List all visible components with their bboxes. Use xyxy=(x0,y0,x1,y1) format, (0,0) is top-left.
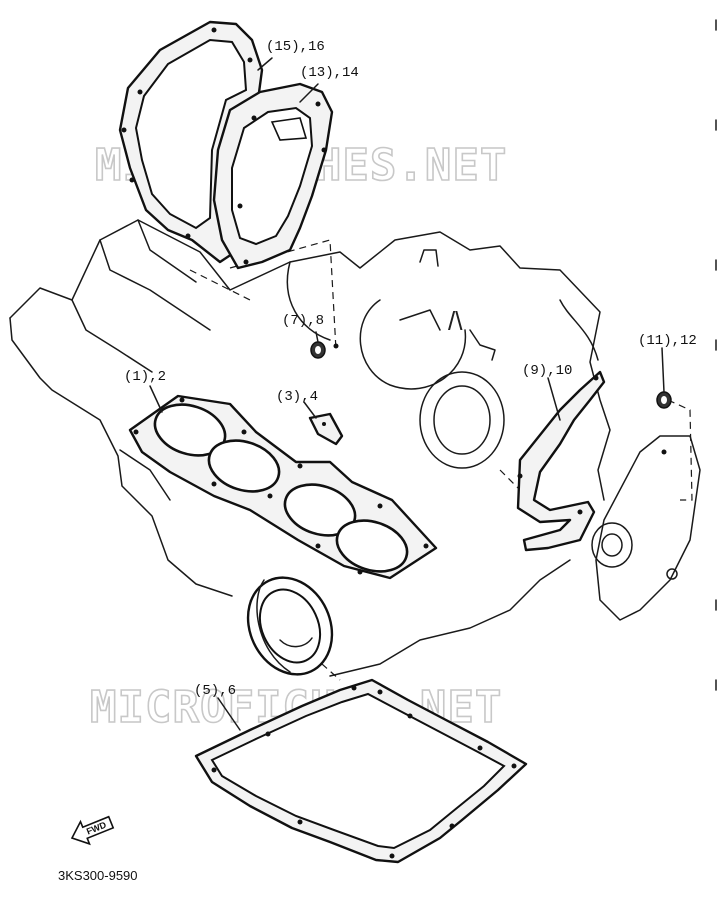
label-part-9: (9),10 xyxy=(522,363,572,379)
side-cover-right xyxy=(591,435,701,621)
cylinder-gasket[interactable] xyxy=(128,394,438,580)
gasket-generator-cover[interactable] xyxy=(212,82,334,270)
label-part-7: (7),8 xyxy=(282,313,324,329)
svg-text:/\: /\ xyxy=(448,306,463,336)
cover-gasket-right[interactable] xyxy=(516,370,606,552)
label-part-13: (13),14 xyxy=(300,65,359,81)
label-part-1: (1),2 xyxy=(124,369,166,385)
diagram-code: 3KS300-9590 xyxy=(58,868,138,883)
oil-pan-gasket[interactable] xyxy=(194,678,528,864)
oil-seal[interactable] xyxy=(656,391,672,409)
oil-filter-ring[interactable] xyxy=(233,564,348,688)
small-gasket[interactable] xyxy=(308,412,344,446)
label-part-5: (5),6 xyxy=(194,683,236,699)
label-part-3: (3),4 xyxy=(276,389,318,405)
fwd-arrow: FWD xyxy=(70,815,115,846)
label-part-15: (15),16 xyxy=(266,39,325,55)
callout-leaders xyxy=(149,57,665,731)
label-part-11: (11),12 xyxy=(638,333,697,349)
engine-block: /\ xyxy=(9,219,611,677)
seal-washer[interactable] xyxy=(310,341,339,359)
